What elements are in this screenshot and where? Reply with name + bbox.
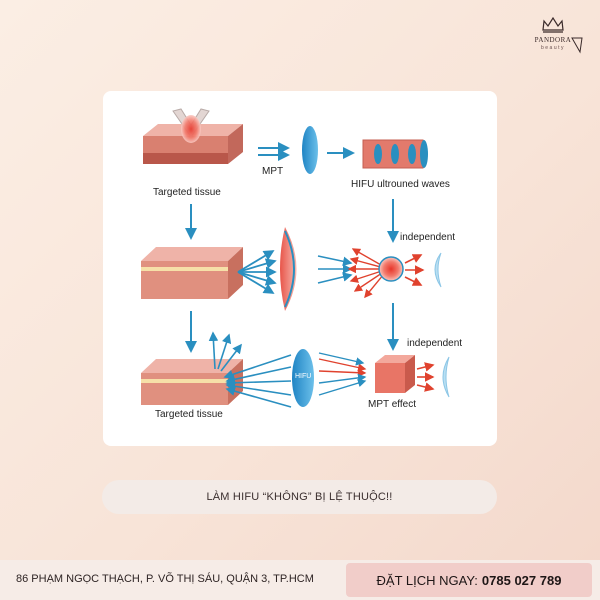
focal-point — [378, 256, 404, 282]
headline-banner: LÀM HIFU “KHÔNG” BỊ LỆ THUỘC!! — [102, 480, 497, 514]
independent-lens-1 — [434, 252, 442, 288]
label-hifu: HIFU — [295, 373, 312, 380]
middle-blue-rays — [237, 250, 277, 294]
lens-top — [302, 126, 318, 174]
crown-icon — [542, 16, 564, 33]
brand-logo: PANDORA beauty — [530, 14, 586, 66]
tissue-block-middle — [141, 247, 243, 299]
label-mpt-effect: MPT effect — [368, 399, 416, 410]
label-hifu-waves: HIFU ultrouned waves — [351, 179, 450, 190]
label-independent-2: independent — [407, 338, 463, 349]
mpt-effect-cube — [375, 355, 415, 393]
bottom-out-arrows — [416, 362, 435, 392]
bottom-converging-arrows — [318, 352, 367, 396]
brand-sub: beauty — [540, 45, 565, 51]
label-independent-1: independent — [400, 232, 456, 243]
mpt-arrows — [258, 142, 290, 161]
diagram-card: Targeted tissue MPT HIFU ultrouned waves… — [103, 91, 497, 446]
hifu-lens — [292, 349, 314, 407]
label-targeted-tissue-bottom: Targeted tissue — [155, 409, 223, 420]
diamond-icon — [571, 37, 583, 54]
middle-converging-arrows — [317, 255, 353, 284]
footer-bar: 86 PHẠM NGỌC THẠCH, P. VÕ THỊ SÁU, QUẬN … — [0, 560, 600, 600]
tissue-block-top — [143, 108, 243, 164]
hifu-waves-cylinder — [362, 139, 428, 169]
hifu-diagram — [141, 108, 450, 408]
bottom-blue-rays — [223, 354, 292, 408]
red-focus-lens — [280, 227, 297, 311]
booking-label: ĐẶT LỊCH NGAY: — [376, 572, 478, 588]
booking-button[interactable]: ĐẶT LỊCH NGAY: 0785 027 789 — [346, 563, 592, 597]
label-mpt: MPT — [262, 166, 284, 177]
phone-number[interactable]: 0785 027 789 — [481, 572, 562, 588]
headline-text: LÀM HIFU “KHÔNG” BỊ LỆ THUỘC!! — [206, 491, 393, 503]
brand-name: PANDORA — [534, 36, 572, 44]
tissue-block-bottom — [141, 359, 243, 405]
label-targeted-tissue-top: Targeted tissue — [153, 187, 221, 198]
middle-out-arrows — [404, 254, 425, 286]
bottom-up-arrows — [208, 331, 242, 372]
independent-lens-2 — [442, 356, 450, 398]
address-text: 86 PHẠM NGỌC THẠCH, P. VÕ THỊ SÁU, QUẬN … — [16, 573, 314, 585]
